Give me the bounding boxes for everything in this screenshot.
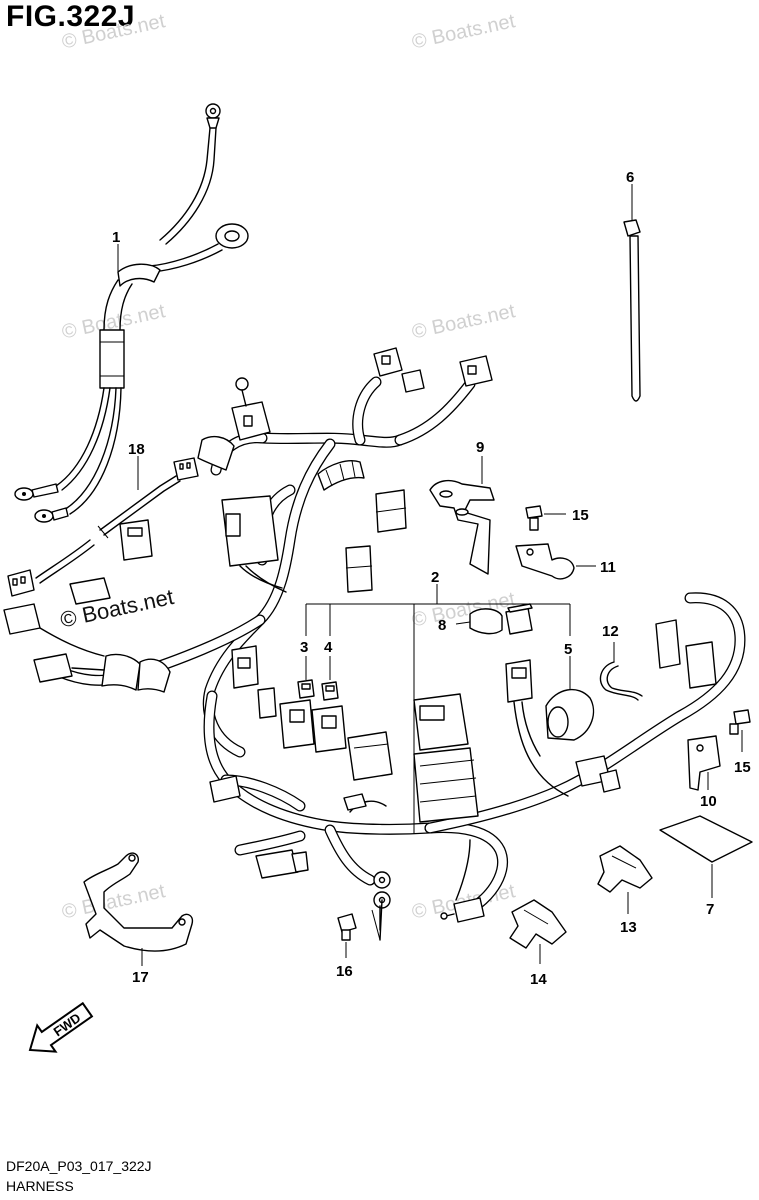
bolt-part-15-upper[interactable] [525, 505, 566, 531]
callout-10: 10 [700, 793, 717, 810]
callout-5: 5 [564, 641, 572, 658]
sheet-part-7[interactable] [659, 815, 753, 898]
callout-13: 13 [620, 919, 637, 936]
figure-code: DF20A_P03_017_322J [6, 1158, 152, 1174]
callout-3: 3 [300, 639, 308, 656]
extension-harness-part-18[interactable] [7, 457, 199, 597]
bracket-part-9[interactable] [429, 456, 495, 575]
figure-title: FIG.322J [6, 0, 136, 33]
band-part-12[interactable] [599, 642, 643, 701]
callout-16: 16 [336, 963, 353, 980]
part-2-bracket [305, 584, 571, 834]
callout-12: 12 [602, 623, 619, 640]
callout-17: 17 [132, 969, 149, 986]
callout-1: 1 [112, 229, 120, 246]
callout-7: 7 [706, 901, 714, 918]
fuse-part-3[interactable] [297, 656, 315, 699]
callout-18: 18 [128, 441, 145, 458]
callout-4: 4 [324, 639, 333, 656]
fuse-part-4[interactable] [321, 656, 339, 701]
battery-cable-part-1[interactable] [14, 103, 249, 523]
figure-name: HARNESS [6, 1178, 74, 1194]
callout-8: 8 [438, 617, 446, 634]
callout-9: 9 [476, 439, 484, 456]
plate-part-10[interactable] [687, 735, 721, 791]
main-harness-part-2[interactable] [3, 347, 746, 941]
bolt-part-16[interactable] [337, 913, 357, 958]
callout-2: 2 [431, 569, 439, 586]
clamp-part-11[interactable] [515, 543, 596, 580]
callout-15-upper: 15 [572, 507, 589, 524]
callout-6: 6 [626, 169, 634, 186]
bolt-part-15-lower[interactable] [729, 709, 751, 752]
clamp-part-14[interactable] [509, 899, 567, 964]
callout-15-lower: 15 [734, 759, 751, 776]
cable-tie-part-6[interactable] [623, 219, 641, 402]
clamp-part-13[interactable] [597, 845, 653, 914]
callout-14: 14 [530, 971, 547, 988]
fwd-arrow-icon: FWD [28, 1001, 94, 1053]
callout-11: 11 [600, 559, 616, 576]
bracket-part-17[interactable] [83, 852, 194, 966]
cap-part-8[interactable] [455, 603, 533, 635]
